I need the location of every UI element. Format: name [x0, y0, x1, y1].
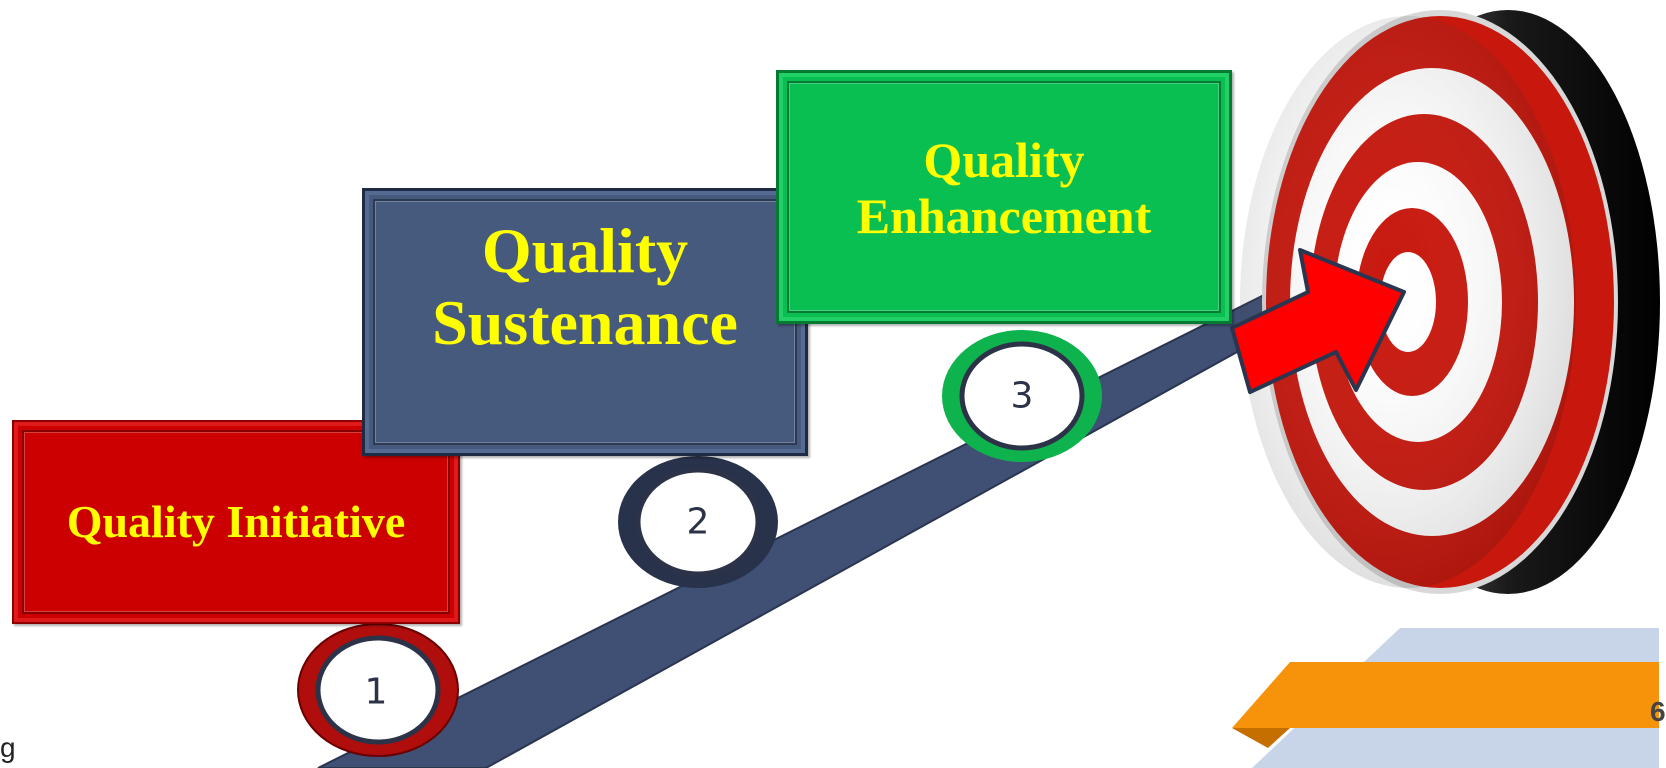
- step-1-box: Quality Initiative: [12, 420, 460, 624]
- step-1-label: Quality Initiative: [66, 496, 406, 548]
- step-2-label-line-2: Sustenance: [432, 287, 738, 358]
- step-3-marker: [942, 330, 1102, 462]
- footnote-text: g: [0, 732, 16, 763]
- step-1-marker: [297, 623, 459, 757]
- step-3-label-line-2: Enhancement: [856, 188, 1152, 244]
- page-banner: [1232, 628, 1659, 768]
- banner-fold-shape: [1232, 728, 1290, 748]
- bullseye-target-icon: [1240, 10, 1660, 594]
- banner-orange-shape: [1232, 662, 1659, 728]
- step-3-label-line-1: Quality: [923, 131, 1085, 188]
- page-number: 6: [1650, 696, 1666, 727]
- step-2-marker: [618, 456, 778, 588]
- step-2-box: Quality Sustenance: [362, 188, 808, 456]
- step-2-label-line-1: Quality: [481, 214, 689, 286]
- step-3-box: Quality Enhancement: [776, 70, 1232, 324]
- step-2-label: Quality Sustenance: [432, 215, 738, 360]
- step-3-label: Quality Enhancement: [857, 132, 1151, 245]
- red-arrow-icon: [1230, 248, 1406, 394]
